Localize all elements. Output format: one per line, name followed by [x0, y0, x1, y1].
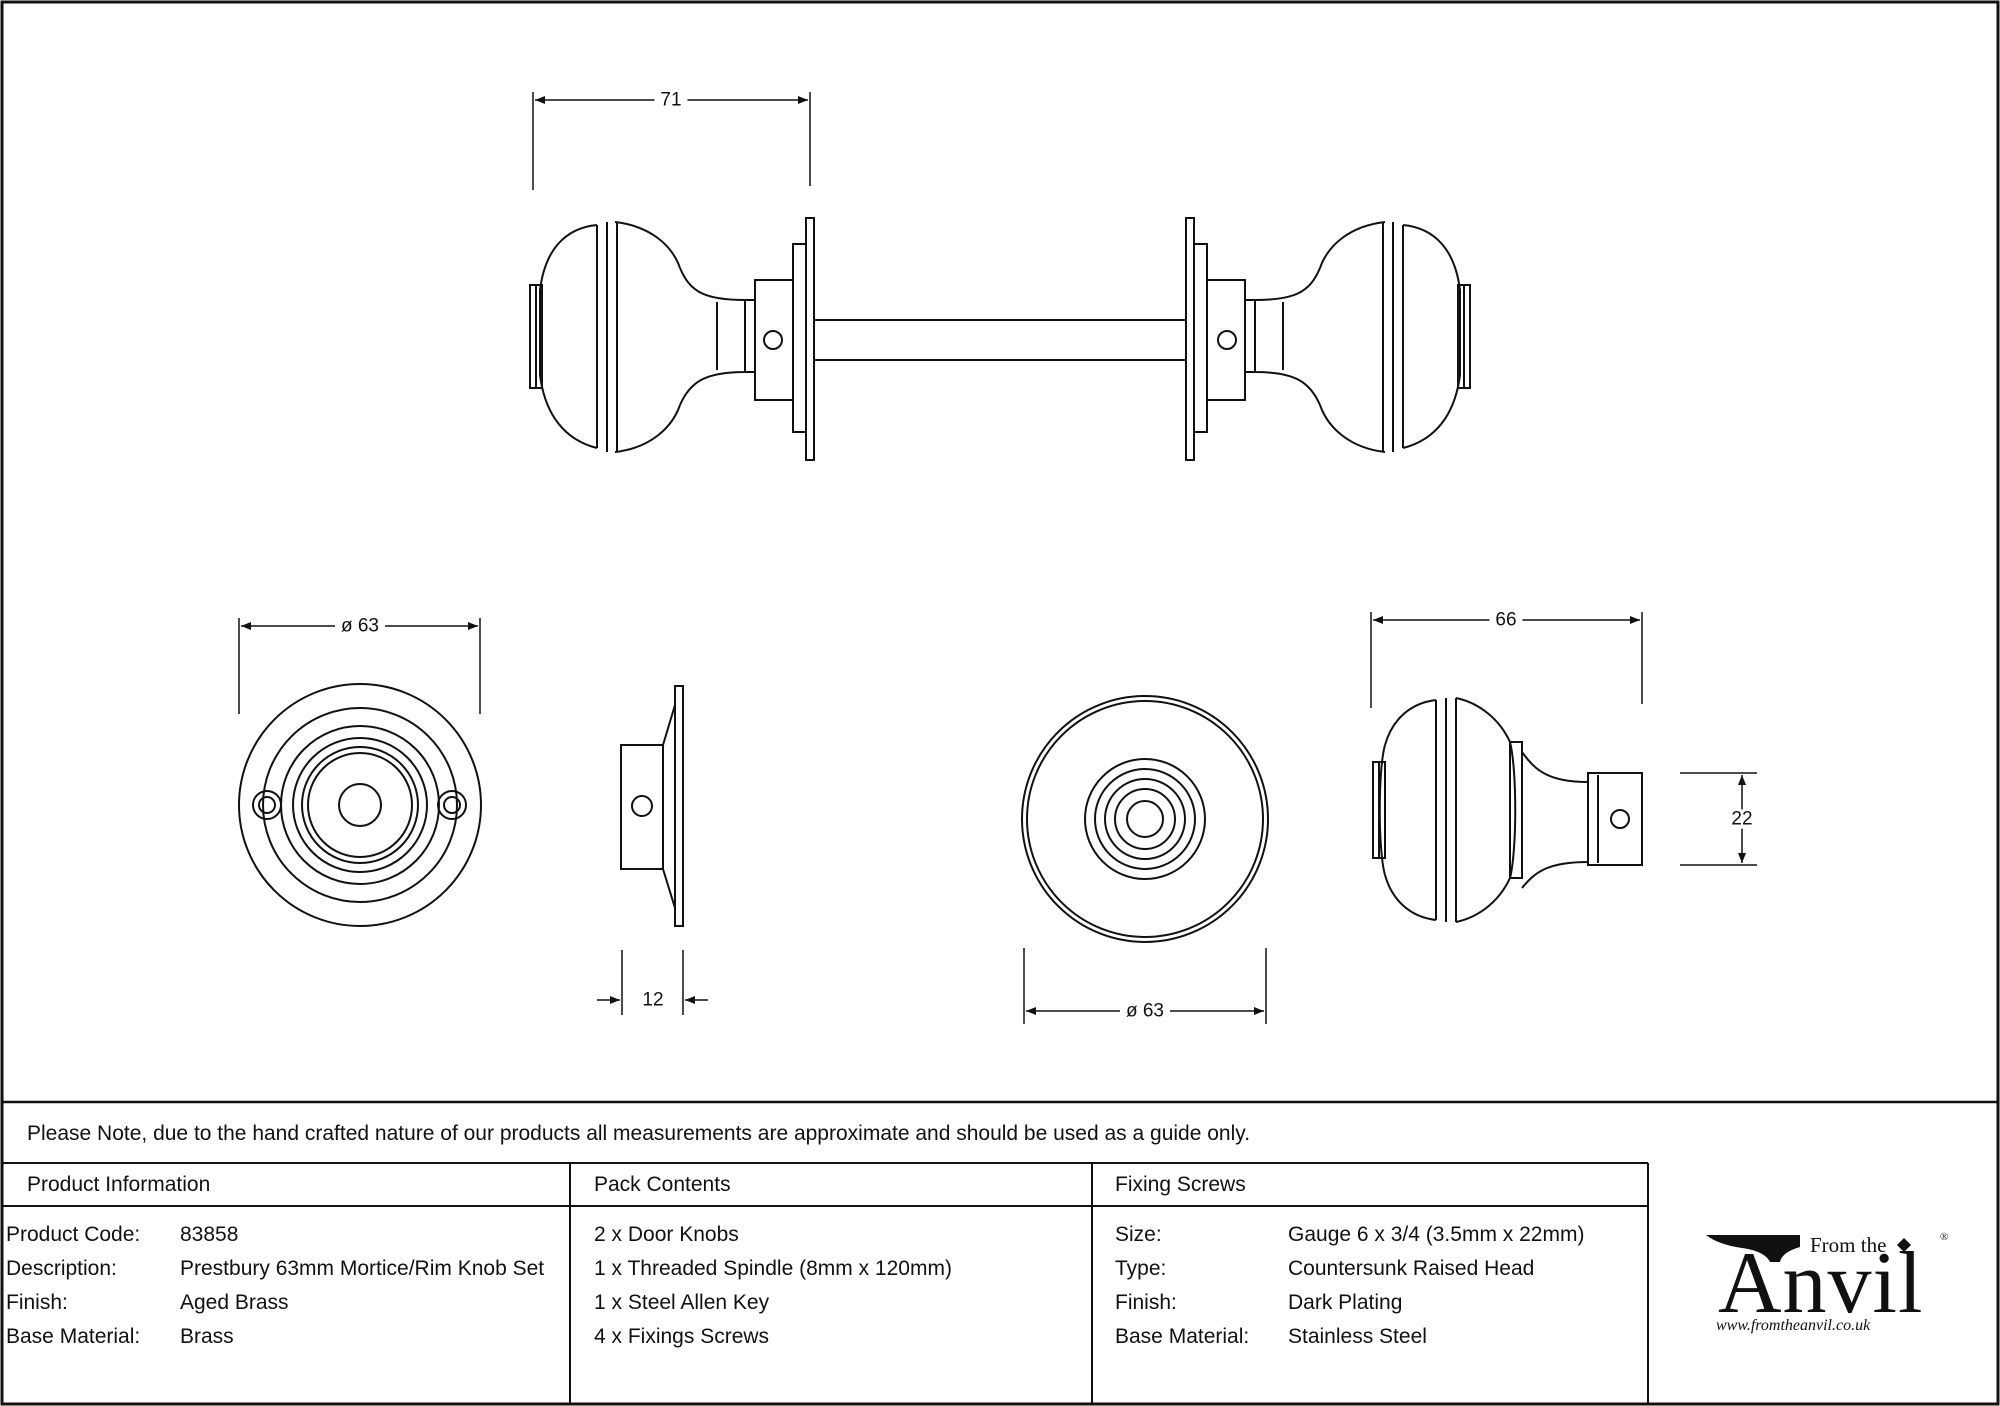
base-material-label: Base Material:	[6, 1325, 141, 1348]
screw-type-value: Countersunk Raised Head	[1288, 1257, 1535, 1280]
logo-url: www.fromtheanvil.co.uk	[1716, 1317, 1871, 1334]
dim-label-rose-diameter: ø 63	[334, 616, 386, 636]
pack-item: 2 x Door Knobs	[594, 1223, 739, 1246]
logo-diamond-icon	[1897, 1238, 1911, 1252]
measurement-note: Please Note, due to the hand crafted nat…	[27, 1122, 1251, 1145]
screw-material-label: Base Material:	[1115, 1325, 1250, 1348]
screw-size-label: Size:	[1115, 1223, 1162, 1246]
screw-material-value: Stainless Steel	[1288, 1325, 1427, 1348]
screw-finish-value: Dark Plating	[1288, 1291, 1403, 1314]
dim-label-71: 71	[654, 90, 688, 110]
knob-set-side-view	[529, 217, 1471, 461]
knob-front-view	[1021, 695, 1269, 943]
finish-value: Aged Brass	[180, 1291, 289, 1314]
rose-front-view	[238, 683, 482, 927]
dim-knob-side-lines	[1370, 612, 1757, 866]
pack-contents-header: Pack Contents	[594, 1173, 731, 1196]
logo-from-the: From the	[1810, 1233, 1887, 1257]
product-code-value: 83858	[180, 1223, 239, 1246]
logo-registered: ®	[1940, 1231, 1949, 1243]
logo-anvil-wordmark: Anvil	[1718, 1235, 1924, 1332]
anvil-logo-icon	[1706, 1235, 1800, 1262]
fixing-screws-header: Fixing Screws	[1115, 1173, 1246, 1196]
description-label: Description:	[6, 1257, 117, 1280]
description-value: Prestbury 63mm Mortice/Rim Knob Set	[180, 1257, 545, 1280]
knob-side-view	[1372, 697, 1643, 923]
dim-label-66: 66	[1489, 610, 1523, 630]
dim-label-22: 22	[1725, 809, 1759, 829]
rose-side-view	[620, 685, 684, 927]
finish-label: Finish:	[6, 1291, 68, 1314]
product-code-label: Product Code:	[6, 1223, 141, 1246]
pack-item: 1 x Threaded Spindle (8mm x 120mm)	[594, 1257, 952, 1280]
dim-label-knob-diameter: ø 63	[1119, 1001, 1171, 1021]
product-info-header: Product Information	[27, 1173, 211, 1196]
screw-size-value: Gauge 6 x 3/4 (3.5mm x 22mm)	[1288, 1223, 1585, 1246]
pack-item: 4 x Fixings Screws	[594, 1325, 770, 1348]
pack-item: 1 x Steel Allen Key	[594, 1291, 770, 1314]
dim-rose-depth-lines	[597, 950, 708, 1015]
screw-type-label: Type:	[1115, 1257, 1167, 1280]
dim-label-rose-depth: 12	[642, 989, 664, 1011]
screw-finish-label: Finish:	[1115, 1291, 1177, 1314]
base-material-value: Brass	[180, 1325, 234, 1348]
